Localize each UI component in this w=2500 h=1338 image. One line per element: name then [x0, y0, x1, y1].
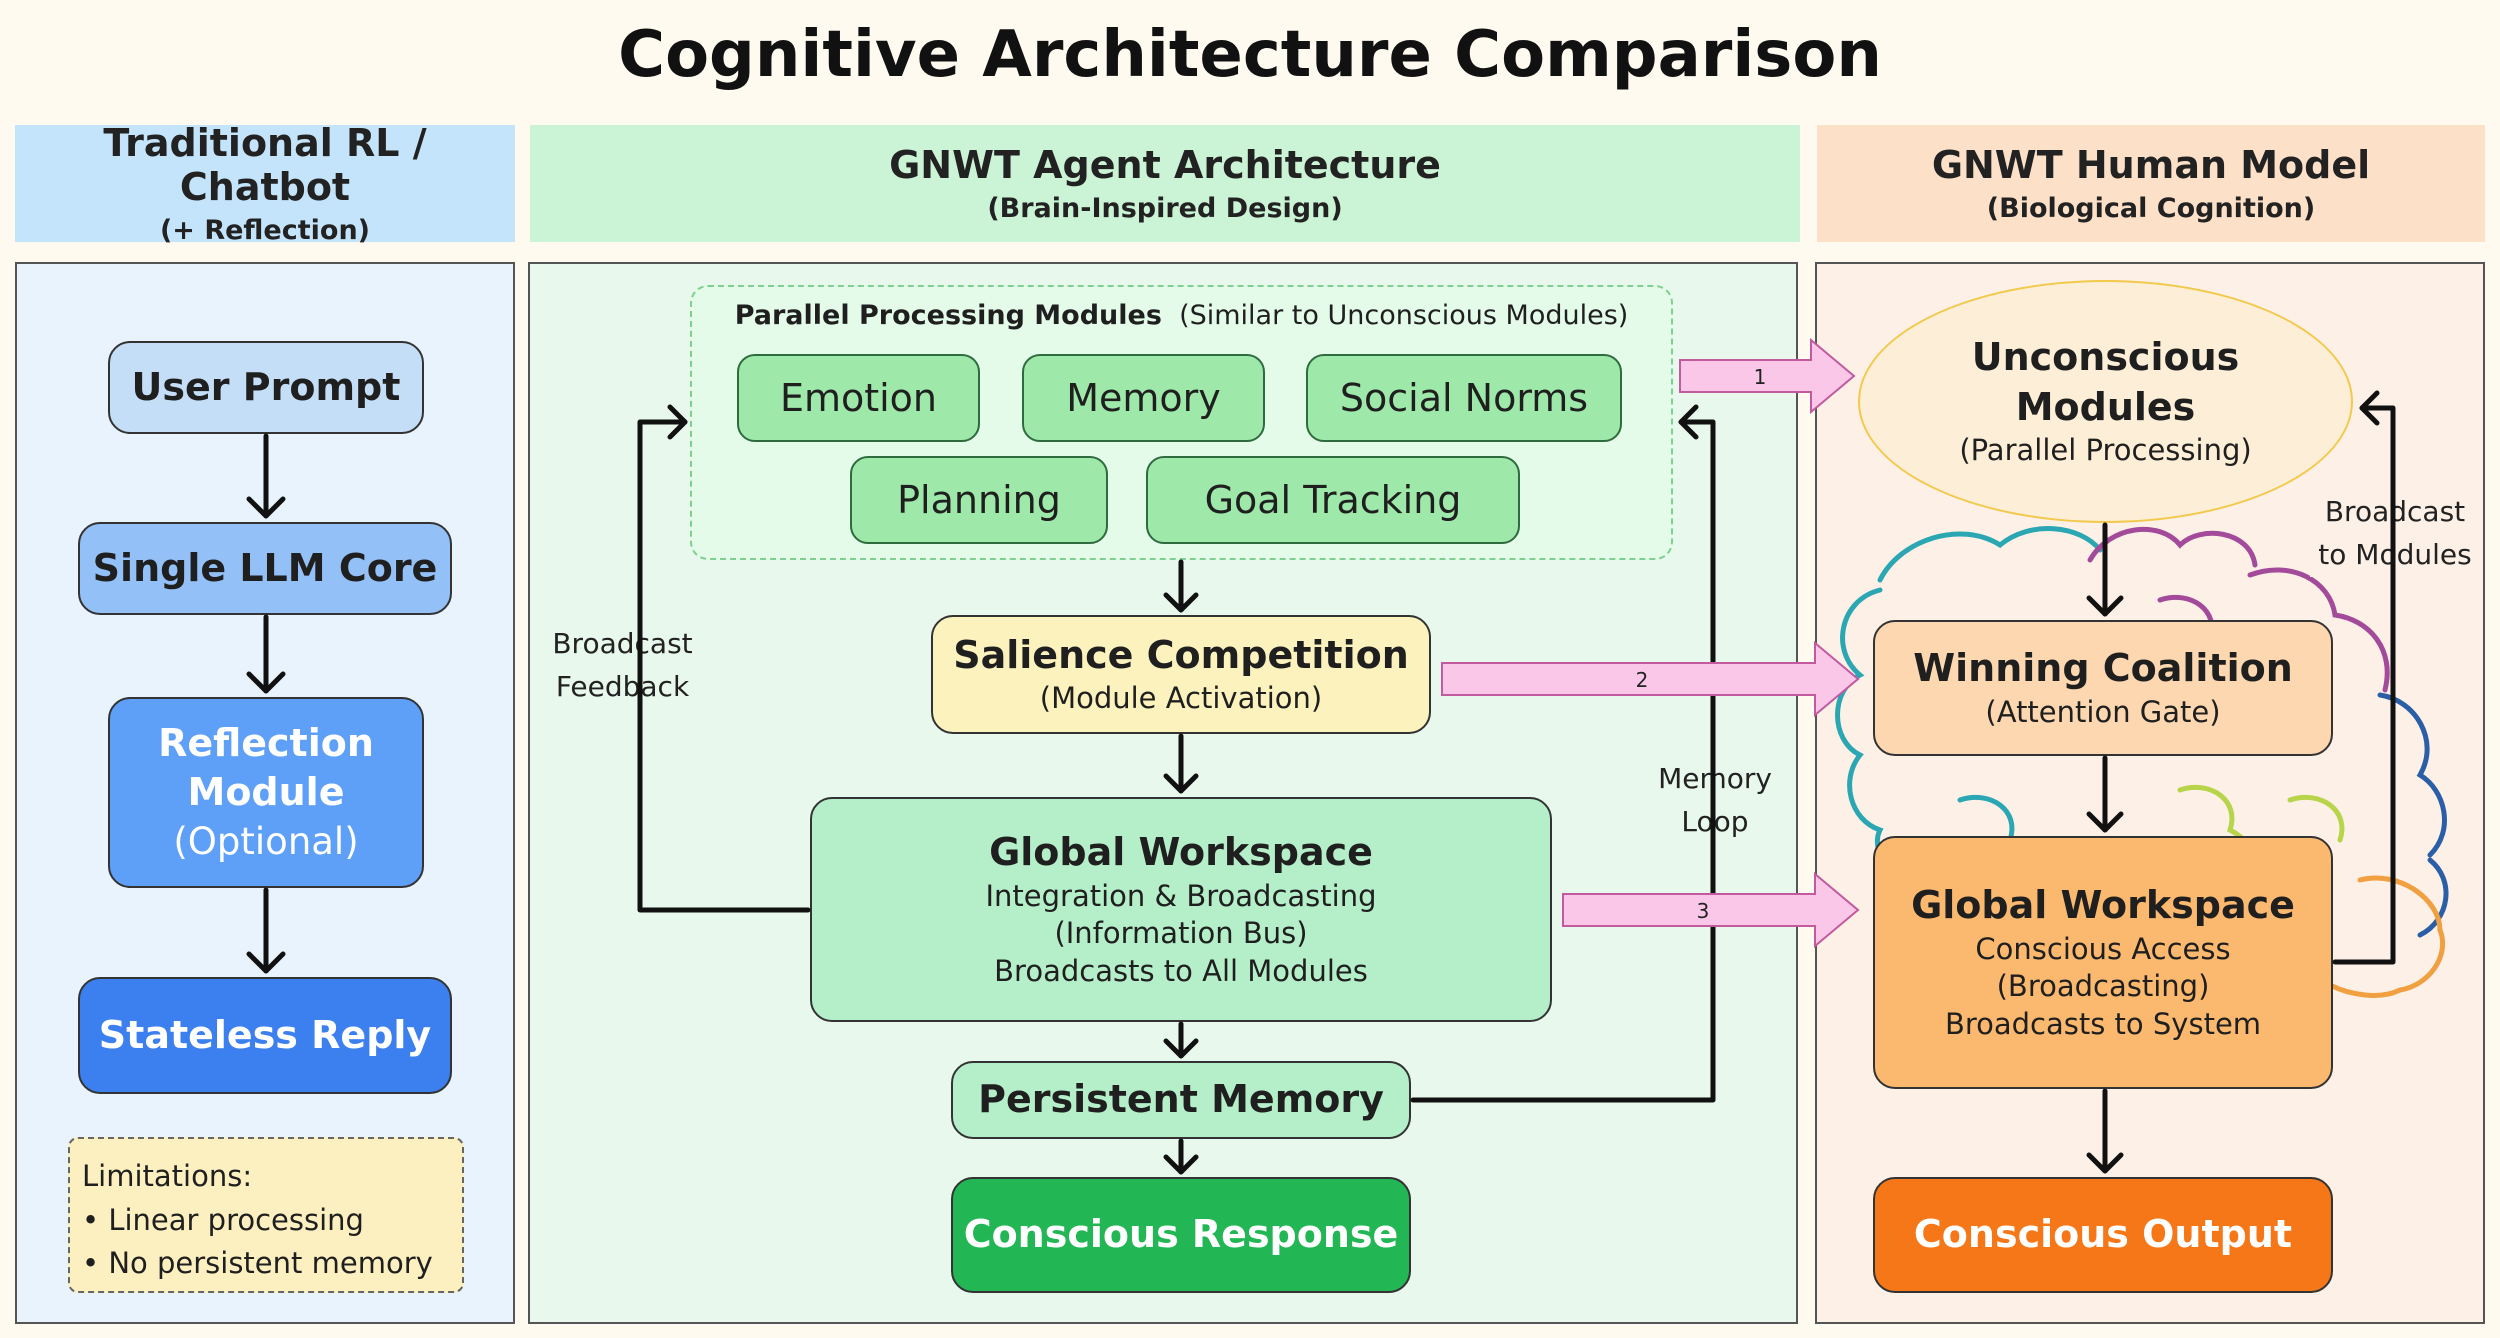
broadcast-to-modules-connector [2332, 405, 2396, 965]
user-prompt-box: User Prompt [108, 341, 424, 434]
human-workspace-title: Global Workspace [1911, 883, 2295, 928]
conscious-response-box: Conscious Response [951, 1177, 1411, 1293]
broadcast-feedback-label: Broadcast Feedback [535, 622, 710, 709]
module-emotion: Emotion [737, 354, 980, 442]
memory-loop-connector [1410, 419, 1716, 1103]
human-workspace-line: (Broadcasting) [1996, 969, 2210, 1004]
llm-core-box: Single LLM Core [78, 522, 452, 615]
limitations-box: Limitations: • Linear processing • No pe… [68, 1137, 464, 1293]
broadcast-feedback-line: Broadcast [552, 627, 693, 660]
unconscious-line-2: Modules [2015, 384, 2196, 429]
broadcast-feedback-line: Feedback [555, 670, 690, 704]
reflection-line-2: Module [187, 770, 345, 815]
persistent-memory-box: Persistent Memory [951, 1061, 1411, 1139]
winning-coalition-box: Winning Coalition (Attention Gate) [1873, 620, 2333, 756]
unconscious-modules-ellipse: Unconscious Modules (Parallel Processing… [1858, 280, 2353, 523]
human-global-workspace-box: Global Workspace Conscious Access (Broad… [1873, 836, 2333, 1089]
parallel-modules-title: Parallel Processing Modules [734, 300, 1162, 331]
module-planning: Planning [850, 456, 1108, 544]
agent-workspace-line: Integration & Broadcasting [985, 878, 1377, 913]
agent-workspace-title: Global Workspace [989, 830, 1373, 875]
left-column-subtitle: (+ Reflection) [159, 215, 371, 246]
coalition-title: Winning Coalition [1913, 646, 2293, 691]
limitation-item: • No persistent memory [82, 1246, 433, 1280]
reflection-module-box: Reflection Module (Optional) [108, 697, 424, 888]
link-label-1: 1 [1754, 365, 1767, 389]
right-column-subtitle: (Biological Cognition) [1986, 193, 2316, 224]
right-column-title: GNWT Human Model [1931, 143, 2371, 187]
link-arrow-1 [1679, 337, 1856, 415]
right-column-header: GNWT Human Model (Biological Cognition) [1817, 125, 2485, 242]
module-memory: Memory [1022, 354, 1265, 442]
link-label-3: 3 [1697, 899, 1710, 923]
agent-workspace-line: Broadcasts to All Modules [994, 954, 1368, 989]
salience-title: Salience Competition [953, 632, 1409, 677]
link-label-2: 2 [1636, 668, 1649, 692]
limitation-item: • Linear processing [82, 1202, 364, 1237]
salience-competition-box: Salience Competition (Module Activation) [931, 615, 1431, 734]
parallel-modules-subtitle: (Similar to Unconscious Modules) [1179, 300, 1629, 331]
unconscious-subtitle: (Parallel Processing) [1959, 433, 2252, 468]
parallel-modules-heading: Parallel Processing Modules (Similar to … [690, 300, 1673, 331]
module-goal-tracking: Goal Tracking [1146, 456, 1520, 544]
reflection-line-3: (Optional) [173, 819, 359, 863]
middle-column-header: GNWT Agent Architecture (Brain-Inspired … [530, 125, 1800, 242]
reflection-line-1: Reflection [158, 721, 374, 766]
left-column-header: Traditional RL / Chatbot (+ Reflection) [15, 121, 515, 246]
module-social-norms: Social Norms [1306, 354, 1622, 442]
unconscious-line-1: Unconscious [1971, 335, 2240, 380]
link-arrow-3 [1562, 871, 1860, 949]
stateless-reply-box: Stateless Reply [78, 977, 452, 1094]
middle-column-title: GNWT Agent Architecture [889, 143, 1441, 187]
agent-global-workspace-box: Global Workspace Integration & Broadcast… [810, 797, 1552, 1022]
coalition-subtitle: (Attention Gate) [1985, 694, 2221, 729]
conscious-output-box: Conscious Output [1873, 1177, 2333, 1293]
agent-workspace-line: (Information Bus) [1054, 916, 1308, 951]
link-arrow-2 [1441, 640, 1860, 718]
human-workspace-line: Conscious Access [1975, 931, 2231, 966]
left-column-title: Traditional RL / Chatbot [103, 121, 427, 209]
limitations-title: Limitations: [82, 1159, 253, 1193]
middle-column-subtitle: (Brain-Inspired Design) [987, 193, 1343, 224]
page-title: Cognitive Architecture Comparison [618, 18, 1882, 92]
broadcast-feedback-connector [637, 419, 811, 913]
salience-subtitle: (Module Activation) [1039, 681, 1323, 716]
human-workspace-line: Broadcasts to System [1944, 1007, 2262, 1042]
